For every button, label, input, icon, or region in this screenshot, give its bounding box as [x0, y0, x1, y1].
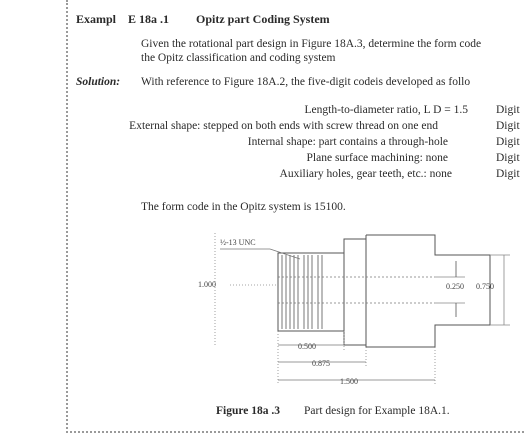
- middle-step-outline: [343, 238, 367, 346]
- digit-1-label: Digit: [496, 104, 520, 116]
- example-label: Exampl: [76, 12, 117, 26]
- problem-line-2: the Opitz classification and coding syst…: [141, 52, 336, 64]
- dim-length-3: 1.500: [340, 377, 358, 386]
- digit-2-desc: External shape: stepped on both ends wit…: [129, 120, 438, 132]
- figure-caption-label: Figure 18a .3: [216, 405, 280, 417]
- thread-label: ½-13 UNC: [220, 238, 256, 247]
- digit-3-label: Digit: [496, 136, 520, 148]
- threaded-section-outline: [277, 252, 345, 332]
- dim-diameter-left: 1.000: [198, 280, 216, 289]
- digit-5-label: Digit: [496, 168, 520, 180]
- example-number: E 18a .1: [128, 12, 170, 26]
- figure-caption-text: Part design for Example 18A.1.: [304, 405, 450, 417]
- digit-3-desc: Internal shape: part contains a through-…: [247, 136, 448, 148]
- example-title: Opitz part Coding System: [196, 12, 330, 26]
- digit-2-label: Digit: [496, 120, 520, 132]
- page-border: [66, 0, 526, 433]
- dim-diameter-right: 0.750: [476, 282, 494, 291]
- digit-4-desc: Plane surface machining: none: [306, 152, 448, 164]
- dim-length-1: 0.500: [298, 342, 316, 351]
- digit-1-desc: Length-to-diameter ratio, L D = 1.5: [304, 104, 469, 116]
- dim-length-2: 0.875: [312, 359, 330, 368]
- dim-bore: 0.250: [446, 282, 464, 291]
- digit-4-label: Digit: [496, 152, 520, 164]
- thread-lines: [281, 255, 323, 329]
- part-drawing: ½-13 UNC 1.000 0.750 0.250 0.500 0.875 1…: [198, 233, 510, 386]
- form-code-sentence: The form code in the Opitz system is 151…: [141, 201, 346, 213]
- right-section-outline: [366, 234, 491, 348]
- solution-text: With reference to Figure 18A.2, the five…: [141, 76, 471, 88]
- digit-5-desc: Auxiliary holes, gear teeth, etc.: none: [279, 168, 452, 180]
- solution-label: Solution:: [76, 76, 121, 88]
- problem-line-1: Given the rotational part design in Figu…: [141, 38, 482, 50]
